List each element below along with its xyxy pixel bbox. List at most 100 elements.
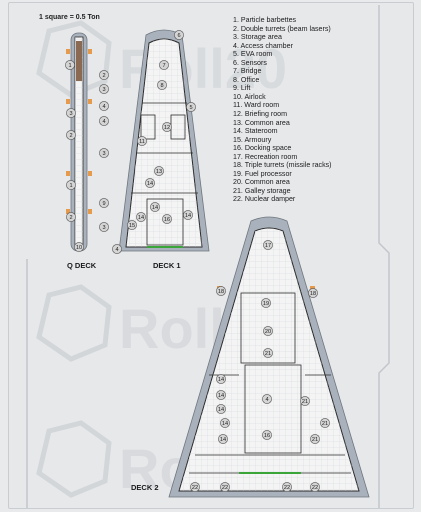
room-marker-label: 3 <box>102 151 105 157</box>
room-marker-circle <box>99 84 109 94</box>
room-marker-label: 14 <box>185 213 191 219</box>
room-marker-circle <box>162 214 172 224</box>
room-marker-label: 21 <box>265 351 271 357</box>
room-marker-label: 12 <box>164 125 170 131</box>
room-marker-label: 1 <box>69 183 72 189</box>
room-marker-circle <box>263 240 273 250</box>
room-marker-circle <box>261 298 271 308</box>
legend-item: 6. Sensors <box>233 58 267 67</box>
room-marker-label: 11 <box>139 139 145 145</box>
room-marker-label: 14 <box>138 215 144 221</box>
room-marker-circle <box>145 178 155 188</box>
legend-item: 2. Double turrets (beam lasers) <box>233 24 331 33</box>
room-marker-circle <box>136 212 146 222</box>
room-marker-circle <box>216 374 226 384</box>
legend-item: 10. Airlock <box>233 92 266 101</box>
room-marker-circle <box>263 326 273 336</box>
room-marker-label: 17 <box>265 243 271 249</box>
room-marker-circle <box>220 418 230 428</box>
room-marker-circle <box>262 430 272 440</box>
room-marker-label: 19 <box>263 301 269 307</box>
room-marker-label: 14 <box>218 407 224 413</box>
room-marker-label: 3 <box>102 225 105 231</box>
room-marker-label: 5 <box>189 105 192 111</box>
room-marker-label: 14 <box>218 377 224 383</box>
room-marker-circle <box>137 136 147 146</box>
room-marker-label: 3 <box>69 111 72 117</box>
room-marker-label: 3 <box>102 87 105 93</box>
legend-item: 8. Office <box>233 75 260 84</box>
legend-item: 19. Fuel processor <box>233 169 292 178</box>
room-marker-label: 14 <box>152 205 158 211</box>
room-marker-label: 14 <box>222 421 228 427</box>
legend-item: 12. Briefing room <box>233 110 288 119</box>
legend-item: 11. Ward room <box>233 101 280 110</box>
room-marker-circle <box>154 166 164 176</box>
room-marker-circle <box>300 396 310 406</box>
room-marker-circle <box>183 210 193 220</box>
room-marker-circle <box>99 222 109 232</box>
q-deck-label: Q DECK <box>67 261 97 270</box>
room-marker-circle <box>99 70 109 80</box>
legend-item: 14. Stateroom <box>233 127 278 136</box>
room-marker-label: 14 <box>147 181 153 187</box>
room-marker-circle <box>174 30 184 40</box>
room-marker-circle <box>218 434 228 444</box>
legend-item: 22. Nuclear damper <box>233 195 296 204</box>
room-marker-circle <box>216 390 226 400</box>
legend-item: 21. Galley storage <box>233 186 291 195</box>
room-marker-circle <box>150 202 160 212</box>
room-marker-circle <box>220 482 230 492</box>
room-marker-label: 4 <box>115 247 118 253</box>
room-marker-label: 13 <box>156 169 162 175</box>
room-marker-circle <box>112 244 122 254</box>
legend-item: 13. Common area <box>233 118 290 127</box>
room-marker-label: 18 <box>218 289 224 295</box>
deck-two-label: DECK 2 <box>131 483 159 492</box>
room-marker-circle <box>310 482 320 492</box>
room-marker-label: 1 <box>68 63 71 69</box>
legend-item: 1. Particle barbettes <box>233 16 297 24</box>
room-marker-label: 22 <box>222 485 228 491</box>
room-marker-label: 18 <box>310 291 316 297</box>
room-marker-label: 8 <box>160 83 163 89</box>
room-marker-circle <box>65 60 75 70</box>
room-marker-label: 9 <box>102 201 105 207</box>
room-marker-circle <box>308 288 318 298</box>
legend-item: 9. Lift <box>233 84 251 93</box>
room-marker-label: 14 <box>218 393 224 399</box>
legend-item: 3. Storage area <box>233 33 282 42</box>
room-marker-circle <box>216 286 226 296</box>
room-marker-label: 4 <box>102 119 105 125</box>
room-marker-circle <box>320 418 330 428</box>
room-marker-label: 16 <box>164 217 170 223</box>
room-marker-circle <box>74 242 84 252</box>
room-marker-circle <box>282 482 292 492</box>
room-marker-circle <box>262 394 272 404</box>
room-marker-label: 21 <box>322 421 328 427</box>
room-marker-circle <box>99 116 109 126</box>
room-marker-label: 2 <box>69 215 72 221</box>
q-deck-turret-marks <box>66 49 92 214</box>
room-marker-label: 10 <box>76 245 82 251</box>
room-marker-label: 4 <box>102 104 105 110</box>
room-marker-label: 2 <box>69 133 72 139</box>
room-marker-circle <box>162 122 172 132</box>
room-marker-circle <box>66 130 76 140</box>
room-marker-circle <box>127 220 137 230</box>
watermark-die-icon <box>36 20 112 498</box>
legend-item: 4. Access chamber <box>233 41 293 50</box>
room-marker-circle <box>99 198 109 208</box>
room-marker-label: 21 <box>312 437 318 443</box>
deck-one-label: DECK 1 <box>153 261 181 270</box>
room-marker-label: 22 <box>192 485 198 491</box>
room-marker-label: 20 <box>265 329 271 335</box>
room-marker-circle <box>99 101 109 111</box>
room-marker-circle <box>216 404 226 414</box>
room-marker-label: 22 <box>312 485 318 491</box>
room-marker-circle <box>186 102 196 112</box>
